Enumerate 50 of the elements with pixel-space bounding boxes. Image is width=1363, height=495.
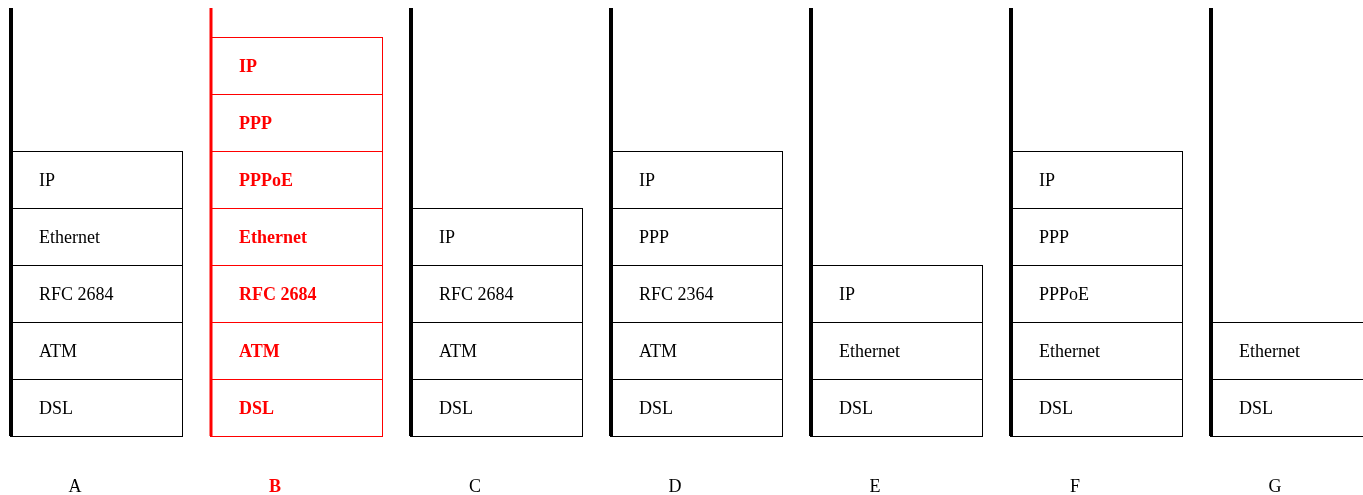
layer-name: PPPoE [239,169,293,191]
layer-box [410,379,583,437]
layer-name: RFC 2364 [639,283,714,305]
layer-box [10,151,183,209]
layer-name: DSL [839,397,873,419]
layer-box [810,265,983,323]
layer-name: DSL [1239,397,1273,419]
stack-letter: D [667,476,683,495]
layer-name: ATM [39,340,77,362]
layer-name: DSL [239,397,274,419]
layer-box [1010,379,1183,437]
layer-name: Ethernet [39,226,100,248]
layer-name: RFC 2684 [239,283,317,305]
layer-name: IP [639,169,655,191]
layer-name: PPPoE [1039,283,1090,305]
stack-letter: C [468,476,482,495]
layer-box [610,379,783,437]
stack-letter: G [1267,476,1283,495]
layer-box [810,379,983,437]
layer-box [210,379,383,437]
layer-name: ATM [239,340,280,362]
layer-box [10,379,183,437]
layer-name: ATM [439,340,477,362]
layer-name: DSL [639,397,673,419]
stack-letter: E [868,476,882,495]
layer-name: ATM [639,340,677,362]
layer-name: PPP [1039,226,1070,248]
layer-box [410,208,583,266]
layer-name: IP [439,226,455,248]
layer-name: DSL [39,397,73,419]
layer-box [1010,151,1183,209]
layer-name: RFC 2684 [39,283,114,305]
layer-name: Ethernet [239,226,307,248]
layer-box [210,37,383,95]
stack-letter: F [1069,476,1081,495]
layer-name: IP [839,283,855,305]
layer-name: PPP [239,112,272,134]
layer-name: RFC 2684 [439,283,514,305]
layer-name: IP [1039,169,1055,191]
layer-name: DSL [1039,397,1073,419]
layer-name: DSL [439,397,473,419]
layer-name: Ethernet [1239,340,1300,362]
layer-name: Ethernet [1039,340,1100,362]
layer-name: IP [239,55,257,77]
layer-name: IP [39,169,55,191]
stack-letter: B [268,476,282,495]
stack-letter: A [67,476,83,495]
layer-name: PPP [639,226,670,248]
layer-name: Ethernet [839,340,900,362]
layer-box [610,151,783,209]
